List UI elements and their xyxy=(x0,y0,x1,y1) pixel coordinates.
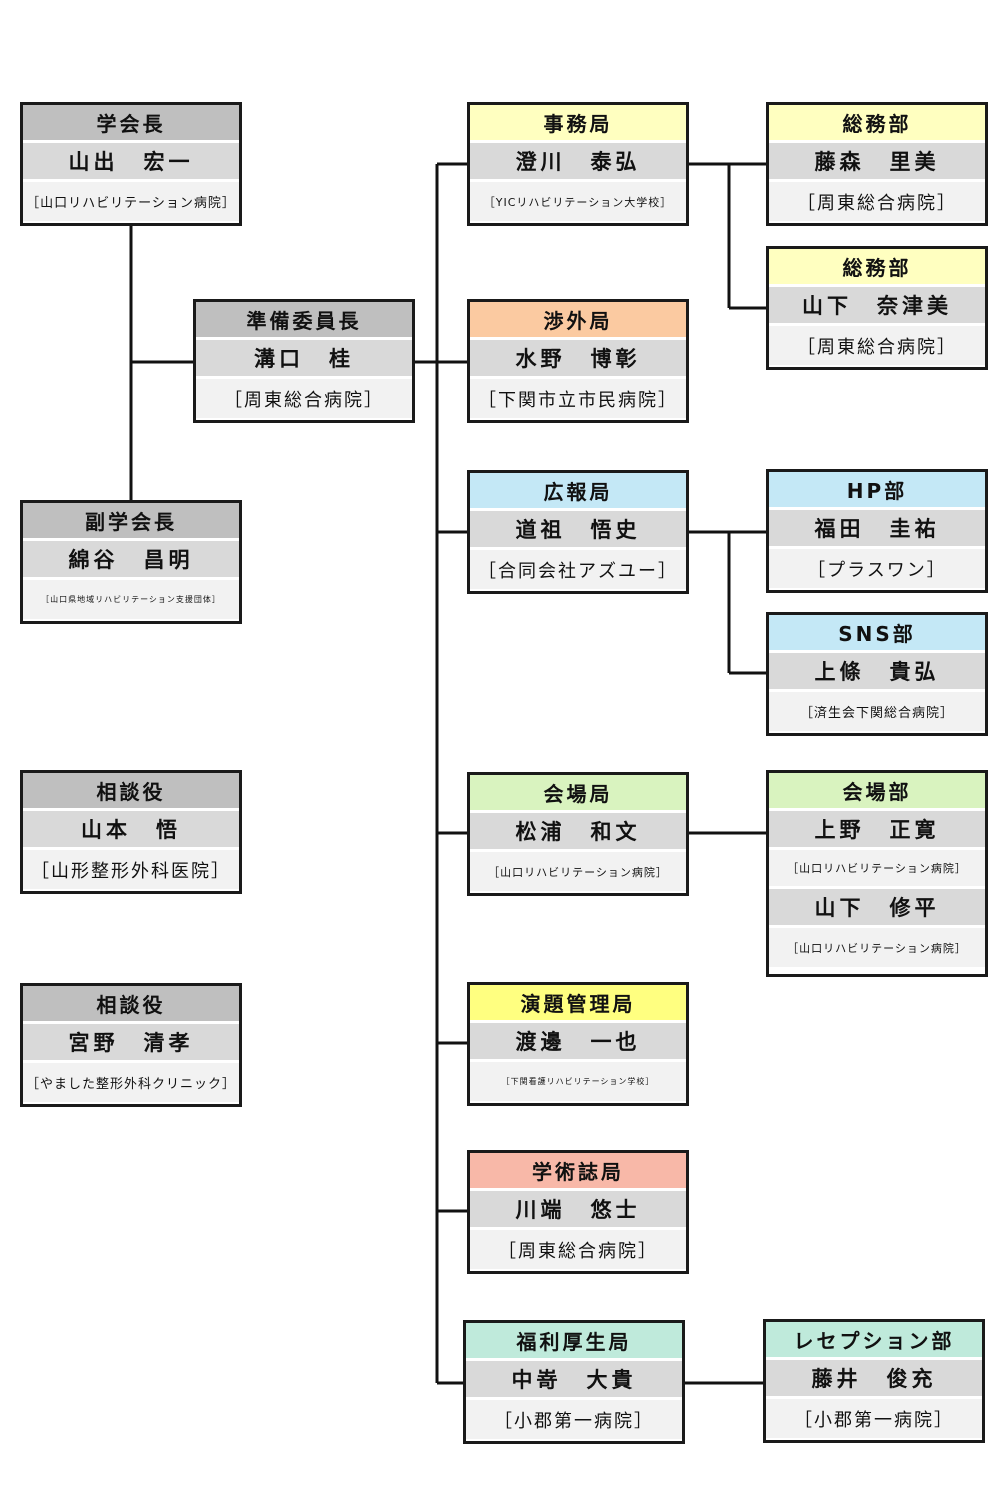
welfare-name: 中嵜 大貴 xyxy=(466,1361,682,1400)
general-affairs2-box: 総務部 山下 奈津美 ［周東総合病院］ xyxy=(766,246,988,370)
program-name: 渡邊 一也 xyxy=(470,1023,686,1062)
liaison-title: 渉外局 xyxy=(470,302,686,340)
secretariat-box: 事務局 澄川 泰弘 ［YICリハビリテーション大学校］ xyxy=(467,102,689,226)
president-name: 山出 宏一 xyxy=(23,143,239,182)
hp-dept-box: HP部 福田 圭祐 ［プラスワン］ xyxy=(766,469,988,593)
sns-dept-box: SNS部 上條 貴弘 ［済生会下関総合病院］ xyxy=(766,612,988,736)
liaison-affiliation: ［下関市立市民病院］ xyxy=(470,379,686,418)
secretariat-title: 事務局 xyxy=(470,105,686,143)
vice-president-name: 綿谷 昌明 xyxy=(23,541,239,580)
hp-dept-name: 福田 圭祐 xyxy=(769,510,985,549)
secretariat-name: 澄川 泰弘 xyxy=(470,143,686,182)
vice-president-title: 副学会長 xyxy=(23,503,239,541)
welfare-box: 福利厚生局 中嵜 大貴 ［小郡第一病院］ xyxy=(463,1320,685,1444)
reception-dept-box: レセプション部 藤井 俊充 ［小郡第一病院］ xyxy=(763,1319,985,1443)
prep-chair-name: 溝口 桂 xyxy=(196,340,412,379)
venue-dept-title: 会場部 xyxy=(769,773,985,811)
vice-president-box: 副学会長 綿谷 昌明 ［山口県地域リハビリテーション支援団体］ xyxy=(20,500,242,624)
journal-name: 川端 悠士 xyxy=(470,1191,686,1230)
reception-dept-name: 藤井 俊充 xyxy=(766,1360,982,1399)
program-affiliation: ［下関看護リハビリテーション学校］ xyxy=(470,1062,686,1101)
advisor1-title: 相談役 xyxy=(23,773,239,811)
president-box: 学会長 山出 宏一 ［山口リハビリテーション病院］ xyxy=(20,102,242,226)
advisor1-name: 山本 悟 xyxy=(23,811,239,850)
venue-dept-box: 会場部 上野 正寛 ［山口リハビリテーション病院］ 山下 修平 ［山口リハビリテ… xyxy=(766,770,988,977)
welfare-affiliation: ［小郡第一病院］ xyxy=(466,1400,682,1439)
venue-dept-name2: 山下 修平 xyxy=(769,889,985,928)
secretariat-affiliation: ［YICリハビリテーション大学校］ xyxy=(470,182,686,221)
welfare-title: 福利厚生局 xyxy=(466,1323,682,1361)
hp-dept-title: HP部 xyxy=(769,472,985,510)
president-title: 学会長 xyxy=(23,105,239,143)
journal-affiliation: ［周東総合病院］ xyxy=(470,1230,686,1269)
pr-box: 広報局 道祖 悟史 ［合同会社アズユー］ xyxy=(467,470,689,594)
general-affairs2-affiliation: ［周東総合病院］ xyxy=(769,326,985,365)
advisor2-title: 相談役 xyxy=(23,986,239,1024)
pr-affiliation: ［合同会社アズユー］ xyxy=(470,550,686,589)
prep-chair-affiliation: ［周東総合病院］ xyxy=(196,379,412,418)
general-affairs1-affiliation: ［周東総合病院］ xyxy=(769,182,985,221)
general-affairs1-title: 総務部 xyxy=(769,105,985,143)
venue-bureau-box: 会場局 松浦 和文 ［山口リハビリテーション病院］ xyxy=(467,772,689,896)
sns-dept-title: SNS部 xyxy=(769,615,985,653)
hp-dept-affiliation: ［プラスワン］ xyxy=(769,549,985,588)
journal-box: 学術誌局 川端 悠士 ［周東総合病院］ xyxy=(467,1150,689,1274)
reception-dept-affiliation: ［小郡第一病院］ xyxy=(766,1399,982,1438)
advisor2-box: 相談役 宮野 清孝 ［やました整形外科クリニック］ xyxy=(20,983,242,1107)
advisor1-box: 相談役 山本 悟 ［山形整形外科医院］ xyxy=(20,770,242,894)
pr-title: 広報局 xyxy=(470,473,686,511)
general-affairs1-box: 総務部 藤森 里美 ［周東総合病院］ xyxy=(766,102,988,226)
venue-dept-name1: 上野 正寛 xyxy=(769,811,985,850)
program-title: 演題管理局 xyxy=(470,985,686,1023)
general-affairs1-name: 藤森 里美 xyxy=(769,143,985,182)
prep-chair-box: 準備委員長 溝口 桂 ［周東総合病院］ xyxy=(193,299,415,423)
sns-dept-affiliation: ［済生会下関総合病院］ xyxy=(769,692,985,731)
general-affairs2-name: 山下 奈津美 xyxy=(769,287,985,326)
sns-dept-name: 上條 貴弘 xyxy=(769,653,985,692)
advisor2-affiliation: ［やました整形外科クリニック］ xyxy=(23,1063,239,1102)
program-box: 演題管理局 渡邊 一也 ［下関看護リハビリテーション学校］ xyxy=(467,982,689,1106)
prep-chair-title: 準備委員長 xyxy=(196,302,412,340)
pr-name: 道祖 悟史 xyxy=(470,511,686,550)
reception-dept-title: レセプション部 xyxy=(766,1322,982,1360)
venue-dept-affiliation1: ［山口リハビリテーション病院］ xyxy=(769,850,985,889)
vice-president-affiliation: ［山口県地域リハビリテーション支援団体］ xyxy=(23,580,239,619)
president-affiliation: ［山口リハビリテーション病院］ xyxy=(23,182,239,221)
liaison-box: 渉外局 水野 博彰 ［下関市立市民病院］ xyxy=(467,299,689,423)
advisor2-name: 宮野 清孝 xyxy=(23,1024,239,1063)
venue-bureau-title: 会場局 xyxy=(470,775,686,813)
liaison-name: 水野 博彰 xyxy=(470,340,686,379)
general-affairs2-title: 総務部 xyxy=(769,249,985,287)
advisor1-affiliation: ［山形整形外科医院］ xyxy=(23,850,239,889)
venue-bureau-name: 松浦 和文 xyxy=(470,813,686,852)
venue-bureau-affiliation: ［山口リハビリテーション病院］ xyxy=(470,852,686,891)
journal-title: 学術誌局 xyxy=(470,1153,686,1191)
venue-dept-affiliation2: ［山口リハビリテーション病院］ xyxy=(769,928,985,967)
